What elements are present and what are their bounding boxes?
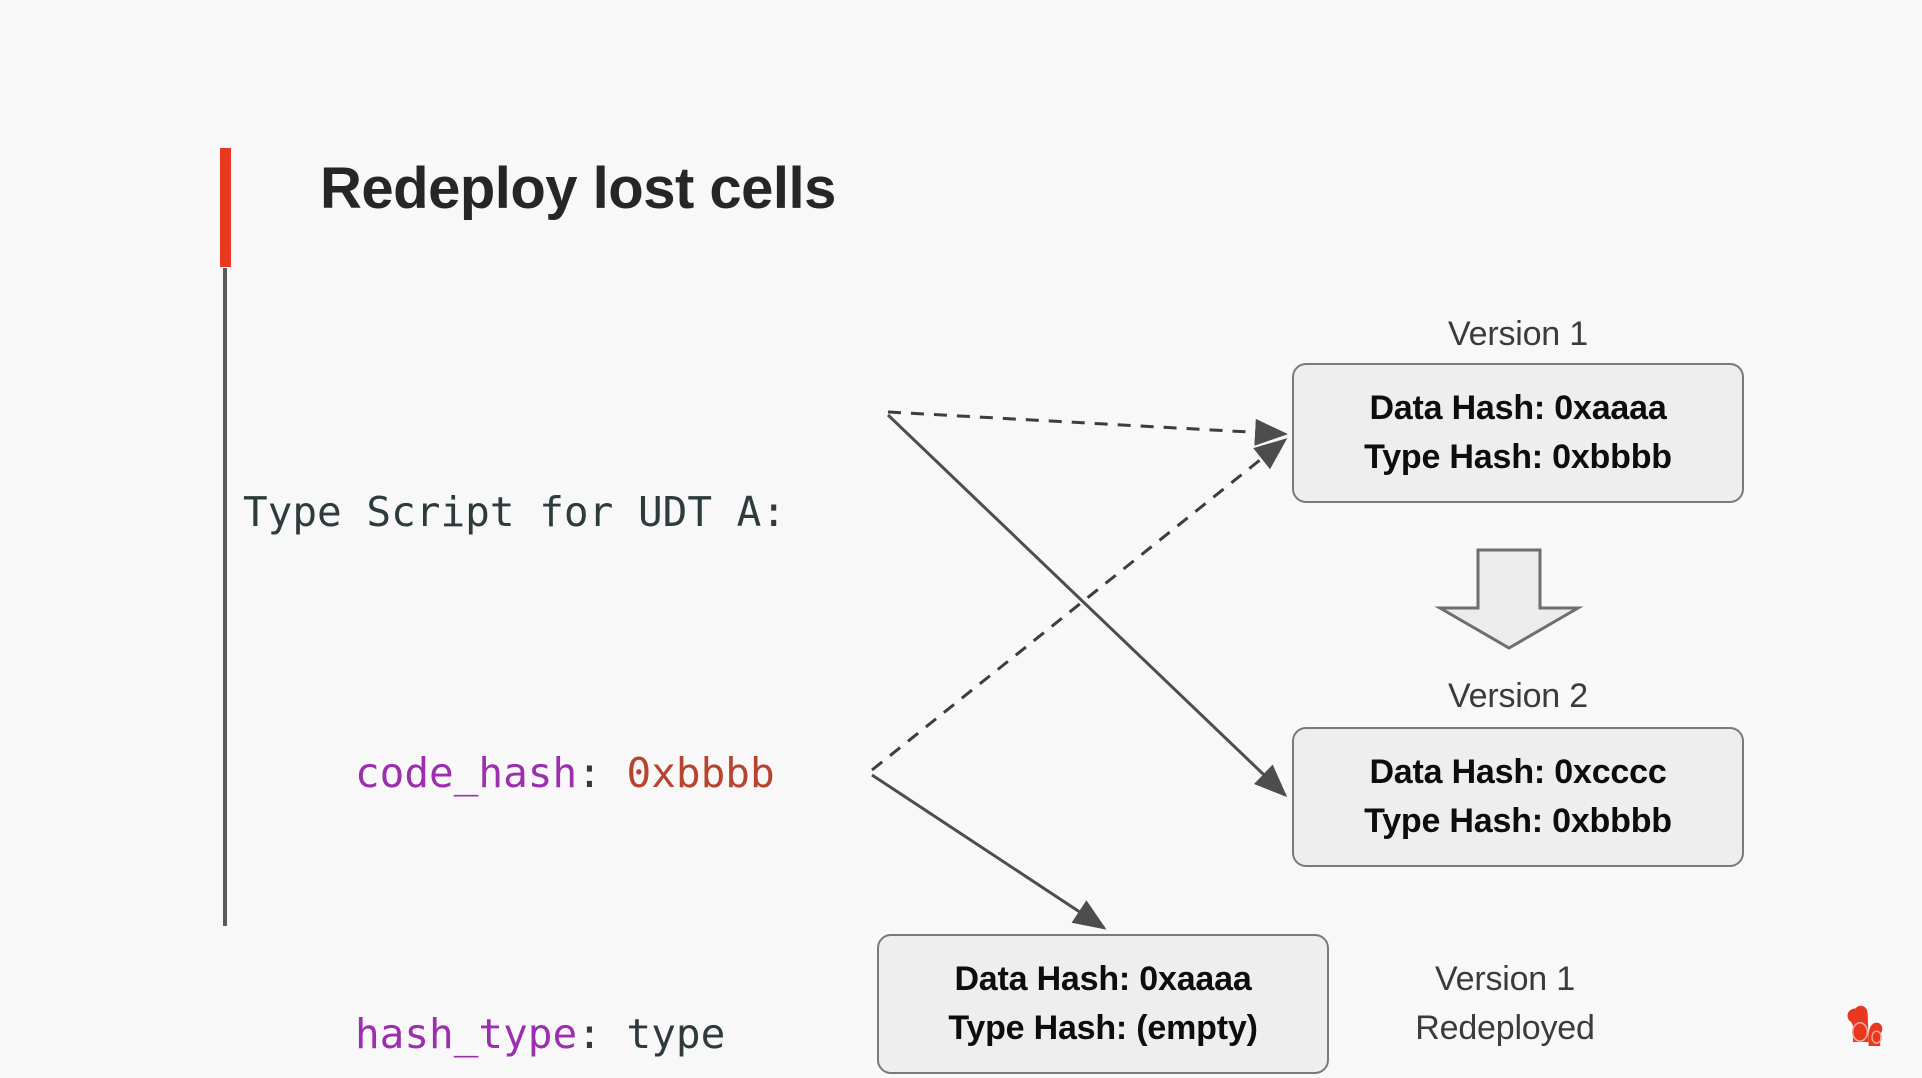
cell-box-version1[interactable]: Data Hash: 0xaaaa Type Hash: 0xbbbb	[1292, 363, 1744, 503]
version1-type-hash: Type Hash: 0xbbbb	[1364, 438, 1672, 476]
code-sep-a2: :	[577, 1010, 627, 1058]
connector-udt-b-to-redeployed	[871, 773, 1107, 930]
version2-caption: Version 2	[1448, 677, 1588, 715]
version2-type-hash: Type Hash: 0xbbbb	[1364, 802, 1672, 840]
cell-box-redeployed[interactable]: Data Hash: 0xaaaa Type Hash: (empty)	[877, 934, 1329, 1074]
content-left-rule	[223, 268, 227, 926]
redeployed-caption: Version 1 Redeployed	[1355, 955, 1655, 1053]
title-accent-bar	[220, 148, 231, 267]
code-block: Type Script for UDT A: code_hash: 0xbbbb…	[243, 295, 786, 1078]
code-sep-a1: :	[577, 749, 627, 797]
connector-udt-a-to-version2	[886, 413, 1288, 798]
code-value-hash-type-a: type	[626, 1010, 726, 1058]
page-title: Redeploy lost cells	[320, 156, 836, 221]
redeployed-caption-line1: Version 1	[1435, 960, 1575, 998]
code-value-code-hash-a: 0xbbbb	[626, 749, 775, 797]
version2-data-hash: Data Hash: 0xcccc	[1369, 753, 1667, 791]
connector-udt-a-to-version1	[887, 410, 1288, 446]
connector-version-upgrade-block-arrow	[1434, 548, 1584, 650]
code-line-hash-type-a: hash_type: type	[243, 991, 786, 1078]
code-line-heading-a: Type Script for UDT A:	[243, 488, 787, 536]
version1-data-hash: Data Hash: 0xaaaa	[1369, 389, 1667, 427]
code-key-code-hash-a: code_hash	[355, 749, 578, 797]
redeployed-data-hash: Data Hash: 0xaaaa	[954, 960, 1252, 998]
cell-box-version2[interactable]: Data Hash: 0xcccc Type Hash: 0xbbbb	[1292, 727, 1744, 867]
redeployed-type-hash: Type Hash: (empty)	[948, 1009, 1258, 1047]
version1-caption: Version 1	[1448, 315, 1588, 353]
code-line-code-hash-a: code_hash: 0xbbbb	[243, 730, 786, 817]
connector-udt-b-to-version1	[871, 438, 1288, 772]
redeployed-caption-line2: Redeployed	[1415, 1009, 1595, 1047]
nervos-ckb-logo-icon	[1847, 1005, 1883, 1046]
code-key-hash-type-a: hash_type	[355, 1010, 578, 1058]
